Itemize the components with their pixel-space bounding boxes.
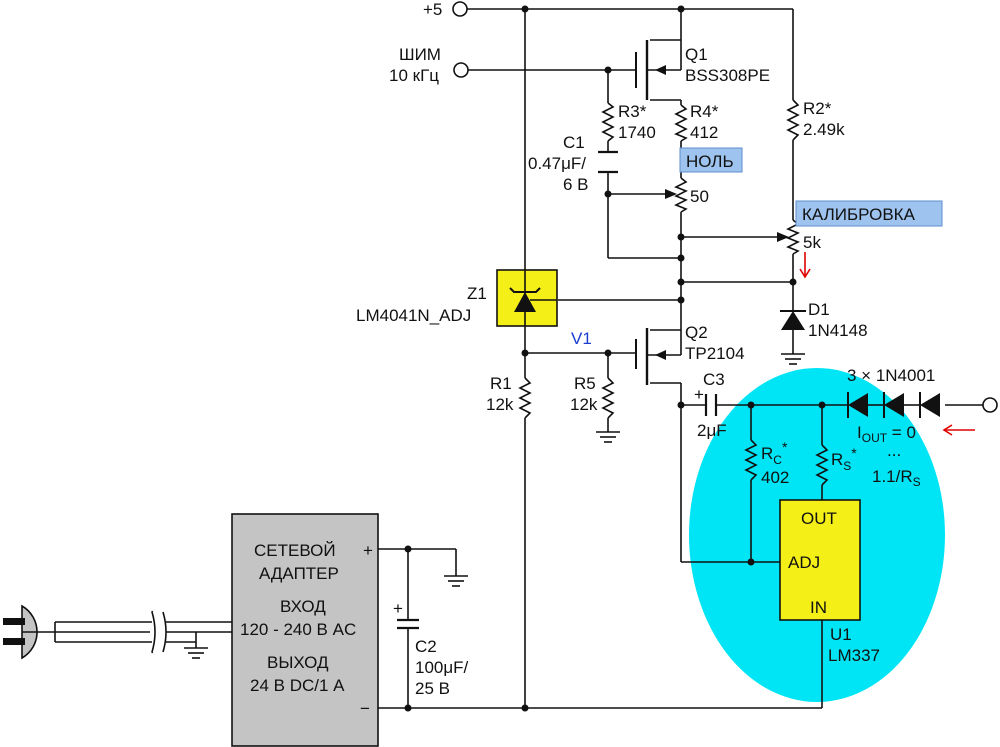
pwm-terminal[interactable]	[453, 62, 469, 78]
r3-name: R3*	[618, 102, 647, 121]
ground-d1	[781, 346, 805, 365]
mosfet-q2	[635, 328, 682, 385]
vplus-label: +5	[423, 0, 442, 19]
zener-z1	[496, 269, 558, 327]
d1-name: D1	[808, 300, 830, 319]
c3-plus: +	[694, 385, 704, 404]
ground-plug	[184, 647, 208, 659]
q1-name: Q1	[685, 45, 708, 64]
resistors	[518, 99, 829, 486]
u1-part: LM337	[828, 646, 880, 665]
wiper-arrows	[665, 189, 789, 242]
iout-formula: 1.1/RS	[872, 467, 921, 489]
adapter-line5: ВЫХОД	[267, 653, 329, 672]
q2-name: Q2	[685, 323, 708, 342]
z1-name: Z1	[467, 284, 487, 303]
c3-name: C3	[703, 370, 725, 389]
vplus-terminal[interactable]	[452, 1, 468, 17]
v1-label: V1	[571, 329, 592, 348]
resistor-rc	[744, 439, 758, 481]
diode-chain-label: 3 × 1N4001	[847, 366, 935, 385]
current-arrows	[799, 252, 975, 436]
rs-name: RS*	[831, 445, 857, 473]
ground-r5	[596, 431, 620, 443]
pot-cal-value: 5k	[803, 233, 821, 252]
power-adapter: СЕТЕВОЙ + АДАПТЕР ВХОД 120 - 240 В AC ВЫ…	[231, 513, 379, 747]
resistor-rs	[815, 444, 829, 486]
calibration-label-box: КАЛИБРОВКА	[795, 200, 943, 227]
adapter-line2: АДАПТЕР	[259, 564, 339, 583]
r2-name: R2*	[803, 99, 832, 118]
c3-value: 2μF	[697, 421, 727, 440]
adapter-line3: ВХОД	[280, 597, 326, 616]
pin-adj-label: ADJ	[788, 553, 820, 572]
resistor-r3	[601, 102, 615, 142]
capacitor-c2: +	[393, 599, 419, 630]
r4-value: 412	[690, 123, 718, 142]
mains-plug-icon	[3, 604, 232, 660]
ground-symbols	[184, 346, 805, 659]
diode-d1	[780, 305, 806, 330]
adapter-line6: 24 В DC/1 А	[250, 676, 345, 695]
capacitor-c1	[598, 150, 618, 174]
adapter-line4: 120 - 240 В AC	[240, 620, 356, 639]
c2-plus: +	[393, 599, 403, 618]
adapter-minus: −	[360, 699, 370, 718]
r5-name: R5	[574, 374, 596, 393]
r1-value: 12k	[486, 395, 514, 414]
r2-value: 2.49k	[803, 120, 845, 139]
adapter-plus: +	[363, 541, 373, 560]
resistor-r2	[786, 99, 800, 141]
pwm-label-1: ШИМ	[399, 45, 441, 64]
calibration-label: КАЛИБРОВКА	[802, 205, 916, 224]
u1-name: U1	[830, 625, 852, 644]
r4-name: R4*	[690, 102, 719, 121]
c2-name: C2	[415, 637, 437, 656]
ground-adapter	[444, 575, 468, 587]
r3-value: 1740	[618, 123, 656, 142]
pot-zero	[674, 177, 688, 213]
pwm-label-2: 10 кГц	[389, 66, 439, 85]
dots-label: ...	[887, 441, 901, 460]
zero-label: НОЛЬ	[686, 152, 734, 171]
junction-dots	[404, 5, 826, 712]
pot-zero-value: 50	[690, 187, 709, 206]
diode-chain	[847, 392, 940, 418]
wiring	[55, 8, 984, 709]
c1-value-1: 0.47μF/	[528, 154, 586, 173]
c1-value-2: 6 В	[563, 175, 589, 194]
adapter-line1: СЕТЕВОЙ	[254, 541, 336, 560]
resistor-r5	[601, 377, 615, 419]
regulator-u1: OUT ADJ IN	[779, 499, 861, 621]
mosfet-q1	[635, 40, 682, 100]
resistor-r4	[674, 104, 688, 142]
rc-value: 402	[761, 468, 789, 487]
rc-name: RC*	[761, 439, 788, 467]
component-labels: +5 ШИМ 10 кГц Q1 BSS308PE R3* 1740 R4* 4…	[356, 0, 935, 698]
q1-part: BSS308PE	[685, 66, 770, 85]
d1-part: 1N4148	[808, 321, 868, 340]
c2-value-2: 25 В	[415, 679, 450, 698]
capacitor-c3: +	[694, 385, 718, 416]
zero-label-box: НОЛЬ	[679, 147, 743, 173]
q2-part: TP2104	[685, 344, 745, 363]
pin-in-label: IN	[810, 598, 827, 617]
iout-label: IOUT = 0	[857, 423, 916, 445]
input-terminal[interactable]	[982, 397, 998, 413]
pin-out-label: OUT	[801, 509, 837, 528]
resistor-r1	[518, 377, 532, 419]
r1-name: R1	[490, 374, 512, 393]
c1-name: C1	[563, 133, 585, 152]
c2-value-1: 100μF/	[415, 658, 469, 677]
z1-part: LM4041N_ADJ	[356, 306, 471, 325]
r5-value: 12k	[570, 395, 598, 414]
pot-calibration	[786, 219, 800, 255]
